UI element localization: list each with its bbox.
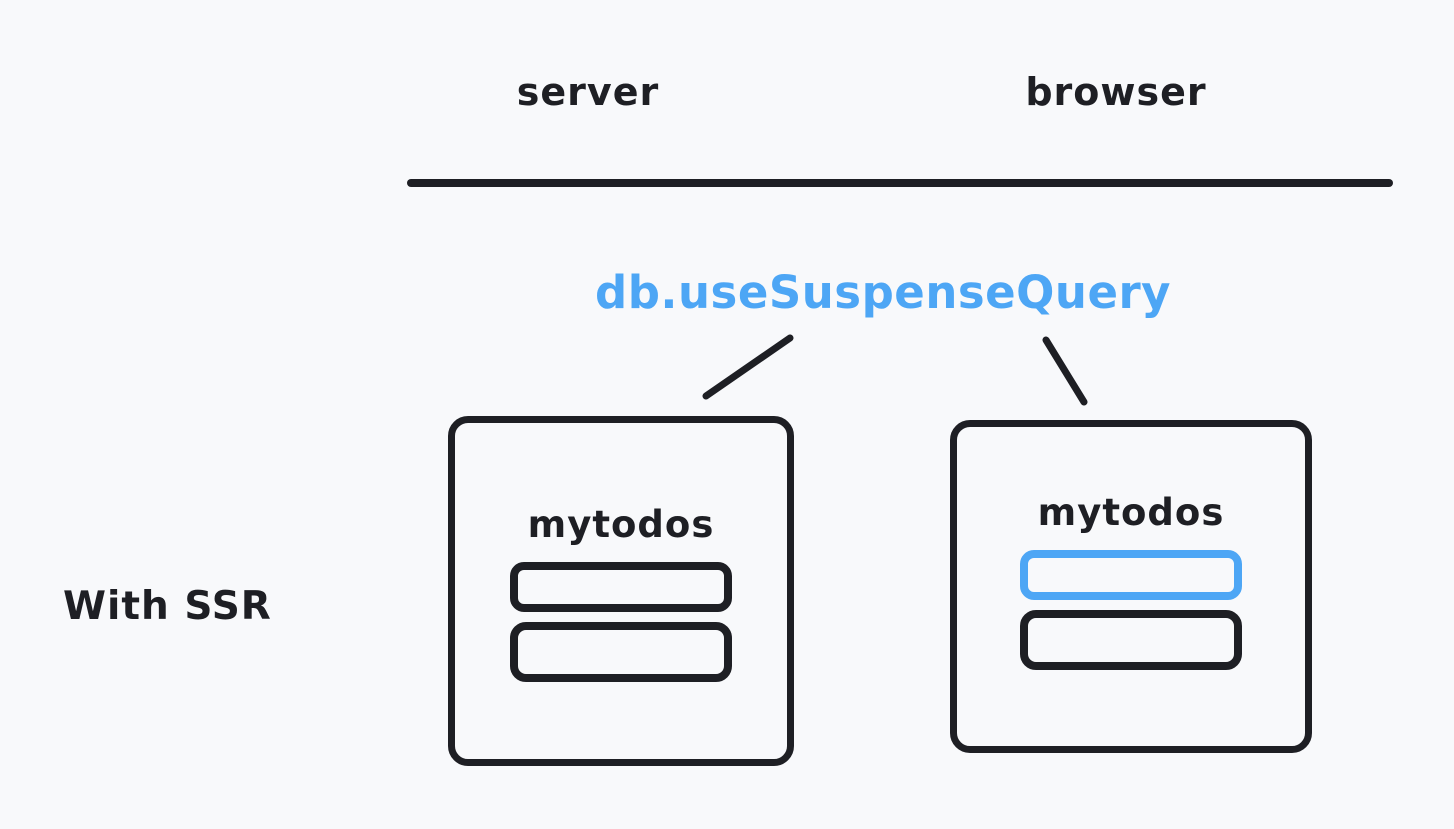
connector-to-server-box [702, 334, 794, 400]
connector-to-browser-box [1042, 336, 1088, 406]
browser-box-title: mytodos [1037, 491, 1225, 534]
server-column-label: server [516, 70, 660, 114]
with-ssr-row-label: With SSR [63, 584, 272, 629]
server-box-rows [455, 562, 787, 682]
todo-row [1020, 610, 1242, 670]
todo-row [510, 622, 732, 682]
server-box-title: mytodos [527, 503, 715, 546]
todo-row-accent [1020, 550, 1242, 600]
browser-mytodos-box: mytodos [950, 420, 1312, 753]
todo-row [510, 562, 732, 612]
column-divider-line [407, 179, 1393, 187]
browser-box-rows [957, 550, 1305, 670]
use-suspense-query-label: db.useSuspenseQuery [595, 266, 1171, 319]
server-mytodos-box: mytodos [448, 416, 794, 766]
browser-column-label: browser [1025, 70, 1207, 114]
